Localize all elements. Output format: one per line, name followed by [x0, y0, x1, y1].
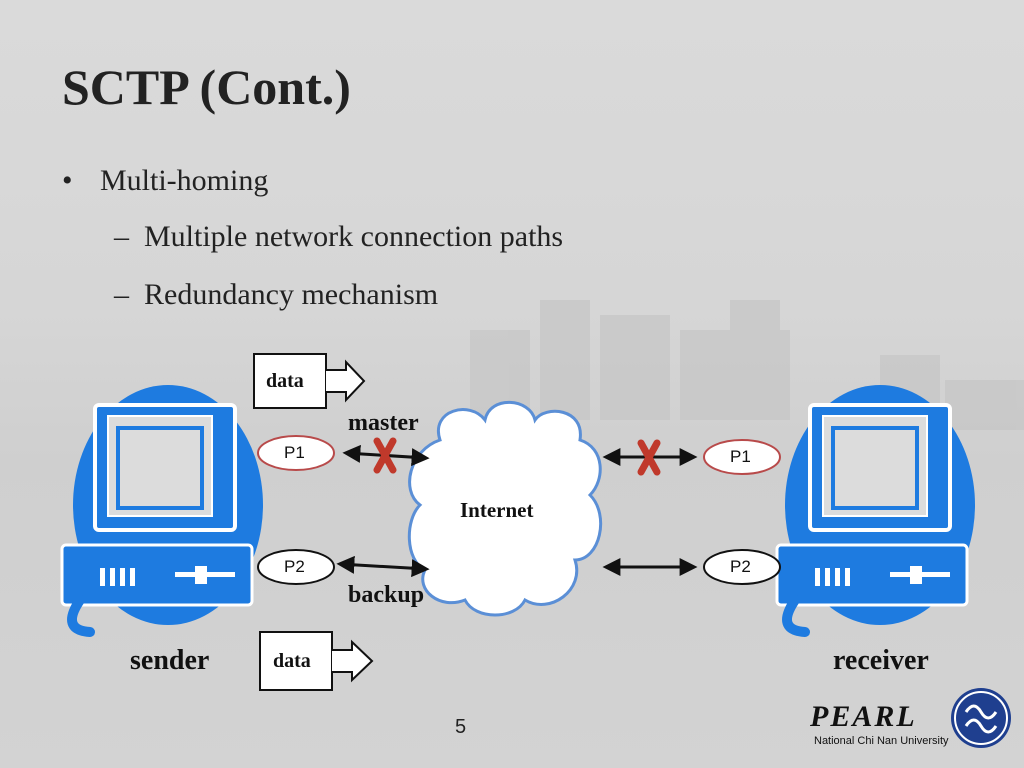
sub-bullet-item: –Redundancy mechanism — [114, 280, 438, 310]
sender-port-p1 — [257, 435, 335, 471]
sub-bullet-text: Multiple network connection paths — [144, 220, 564, 253]
logo-name: PEARL — [810, 700, 917, 733]
internet-label: Internet — [460, 498, 534, 522]
sub-bullet-marker: – — [114, 220, 129, 253]
data-packet-bottom — [259, 631, 374, 691]
logo-emblem-icon — [951, 688, 1011, 748]
bullet-marker: • — [62, 164, 73, 197]
page-number: 5 — [455, 716, 467, 738]
x-mark-icon — [637, 439, 661, 476]
backup-label: backup — [348, 582, 425, 608]
sender-port-p2 — [257, 549, 335, 585]
receiver-computer-icon — [775, 385, 975, 637]
sender-p2-label: P2 — [284, 557, 305, 576]
slide-title: SCTP (Cont.) — [62, 59, 351, 115]
sub-bullet-item: –Multiple network connection paths — [114, 222, 563, 252]
receiver-port-p2 — [703, 549, 781, 585]
sub-bullet-marker: – — [114, 278, 129, 311]
data-label-top: data — [266, 370, 304, 392]
sub-bullet-text: Redundancy mechanism — [144, 278, 439, 311]
sender-computer-icon — [60, 385, 263, 637]
internet-cloud-icon — [407, 400, 603, 617]
data-packet-top — [253, 353, 366, 409]
logo-university: National Chi Nan University — [814, 735, 949, 747]
receiver-port-p1 — [703, 439, 781, 475]
sender-label: sender — [130, 645, 210, 676]
bullet-item: • Multi-homing — [62, 166, 268, 196]
x-mark-icon — [373, 437, 397, 474]
sender-p1-label: P1 — [284, 443, 305, 462]
receiver-label: receiver — [833, 645, 929, 676]
master-label: master — [348, 410, 419, 436]
data-label-bottom: data — [273, 650, 311, 672]
bullet-text: Multi-homing — [100, 164, 269, 197]
backup-arrow-left — [336, 555, 430, 578]
receiver-p2-label: P2 — [730, 557, 751, 576]
receiver-p1-label: P1 — [730, 447, 751, 466]
